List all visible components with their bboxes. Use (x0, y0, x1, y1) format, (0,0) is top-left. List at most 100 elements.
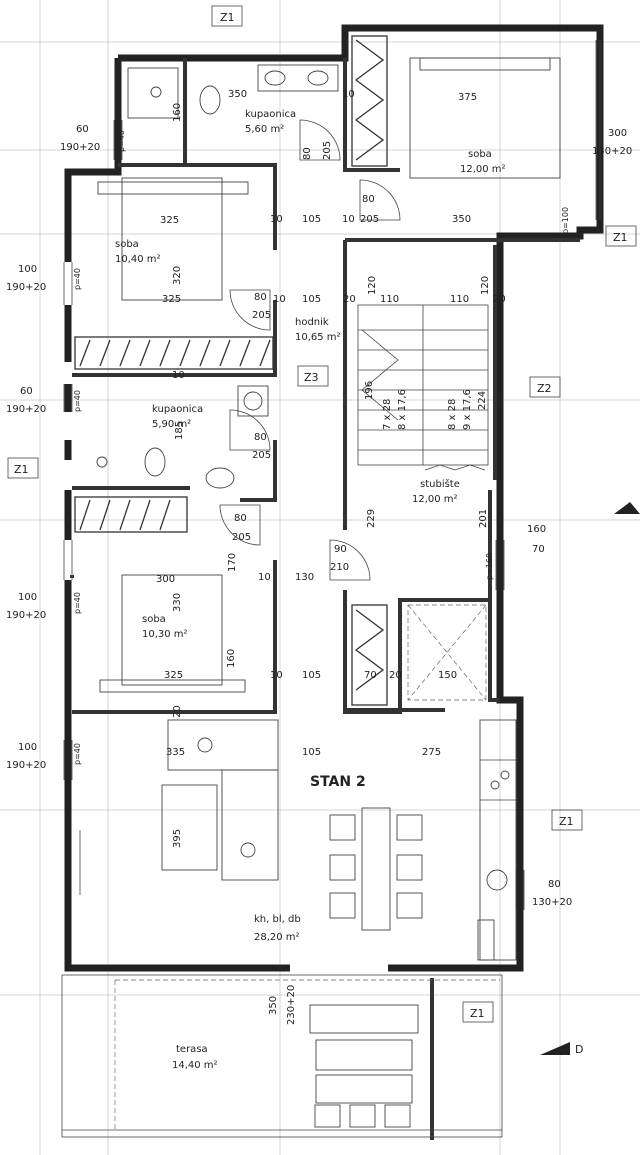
dim: 20 (389, 670, 402, 681)
dim: 160 (226, 649, 237, 668)
tag-z2: Z2 (537, 382, 552, 395)
dim: 330 (172, 593, 183, 612)
dim: 8 x 28 (447, 399, 458, 430)
room-soba-top-right-area: 12,00 m² (460, 164, 506, 175)
dim: 190+20 (6, 282, 46, 293)
dim: 80 (254, 292, 267, 303)
terrace (61, 974, 503, 1138)
apartment-title: STAN 2 (310, 774, 366, 790)
room-kupaonica-mid-name: kupaonica (152, 404, 203, 415)
dim: 80 (548, 879, 561, 890)
dim: 100 (18, 264, 37, 275)
dim: 7 x 28 (382, 399, 393, 430)
bed-top-right (409, 57, 561, 179)
dim: 10 (273, 294, 286, 305)
dim: 229 (366, 509, 377, 528)
closet-mid (351, 604, 388, 706)
dim: 205 (252, 310, 271, 321)
dim: 160 (527, 524, 546, 535)
dim: 320 (172, 266, 183, 285)
dim: 10 (342, 214, 355, 225)
dim: 20 (493, 294, 506, 305)
dim: 130+20 (532, 897, 572, 908)
bath-top-fixtures (127, 64, 339, 119)
dim: 150 (438, 670, 457, 681)
dim: p=40 (73, 743, 82, 765)
dim: 105 (302, 747, 321, 758)
room-soba-left-top-name: soba (115, 239, 139, 250)
dim: 10 (270, 214, 283, 225)
dim: 130 (295, 572, 314, 583)
closet-top (351, 35, 388, 167)
window-markers (63, 120, 525, 910)
dim: 185 (174, 421, 185, 440)
kitchen-counter (477, 719, 517, 961)
room-terasa-area: 14,40 m² (172, 1060, 218, 1071)
dim: 20 (172, 705, 183, 718)
dim: 325 (162, 294, 181, 305)
section-markers (7, 5, 640, 1055)
dim: 10 (270, 670, 283, 681)
dim: 395 (172, 829, 183, 848)
dim: 275 (422, 747, 441, 758)
closet-left-top (74, 336, 274, 370)
dim: 335 (166, 747, 185, 758)
dim: 9 x 17,6 (462, 389, 473, 430)
tag-z1-right: Z1 (613, 231, 628, 244)
dim: p=40 (73, 592, 82, 614)
doors (219, 119, 401, 581)
dim: 90 (334, 544, 347, 555)
room-kitchen-area: 28,20 m² (254, 932, 300, 943)
outer-walls (64, 24, 604, 972)
dim: 10 (342, 89, 355, 100)
tag-z1-left: Z1 (14, 463, 29, 476)
dim: 205 (232, 532, 251, 543)
dim: 10 (172, 370, 185, 381)
dim: 325 (160, 215, 179, 226)
dim: 170 (227, 553, 238, 572)
dim: p=40 (117, 130, 126, 152)
dim: 205 (252, 450, 271, 461)
dim: 190+20 (6, 760, 46, 771)
dim: 110 (380, 294, 399, 305)
tag-z3: Z3 (304, 371, 319, 384)
dim: 60 (76, 124, 89, 135)
dim: 20 (343, 294, 356, 305)
dim: 160 (172, 103, 183, 122)
dim: 110 (450, 294, 469, 305)
dim: 300 (608, 128, 627, 139)
dim: 190+20 (60, 142, 100, 153)
room-soba-top-right-name: soba (468, 149, 492, 160)
room-kupaonica-mid-area: 5,90 m² (152, 419, 191, 430)
dim: 10 (258, 572, 271, 583)
dim: 105 (302, 294, 321, 305)
interior-walls (70, 58, 580, 1140)
dim: 105 (302, 214, 321, 225)
dim: 205 (360, 214, 379, 225)
dim: 190+20 (6, 610, 46, 621)
room-soba-left-bottom-name: soba (142, 614, 166, 625)
dim: 210 (330, 562, 349, 573)
shaft (407, 604, 487, 701)
tag-z1-terrace: Z1 (470, 1007, 485, 1020)
dim: 300 (156, 574, 175, 585)
room-kupaonica-top-name: kupaonica (245, 109, 296, 120)
dim: 80 (302, 147, 313, 160)
tag-z1-top: Z1 (220, 11, 235, 24)
dim: 350 (228, 89, 247, 100)
bed-left-bottom (99, 574, 246, 693)
dim: 70 (532, 544, 545, 555)
dim: 80 (254, 432, 267, 443)
dim: 80 (362, 194, 375, 205)
tag-z1-kitchen: Z1 (559, 815, 574, 828)
bath-mid-fixtures (96, 385, 269, 489)
dim: 350 (452, 214, 471, 225)
dim: 375 (458, 92, 477, 103)
dim: 325 (164, 670, 183, 681)
dim: 8 x 17,6 (397, 389, 408, 430)
room-stubiste-area: 12,00 m² (412, 494, 458, 505)
dim: 60 (20, 386, 33, 397)
dim: p=40 (73, 268, 82, 290)
dim: 80 (234, 513, 247, 524)
dim: p=160 (485, 553, 494, 580)
